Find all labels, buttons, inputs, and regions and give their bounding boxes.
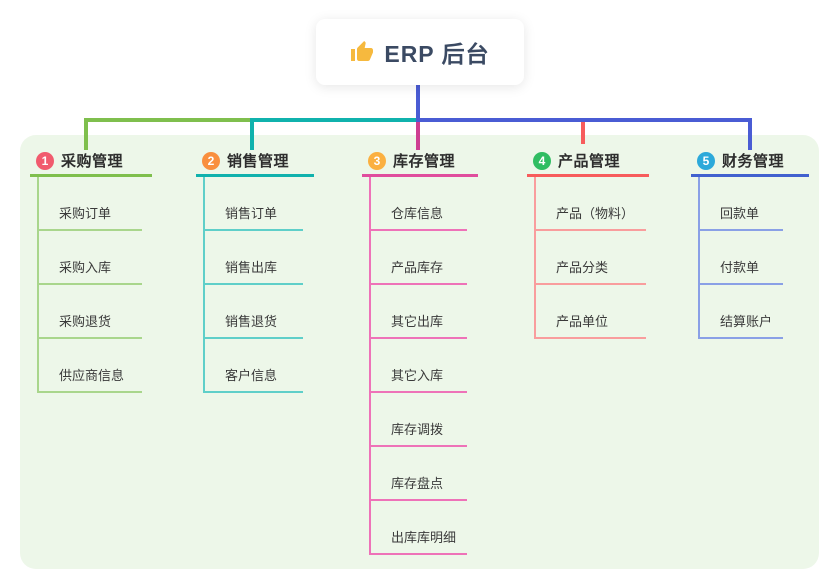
- tree-node-label: 库存调拨: [391, 422, 444, 437]
- branch-header-purchase[interactable]: 1 采购管理: [30, 147, 152, 177]
- branch-header-finance[interactable]: 5 财务管理: [691, 147, 809, 177]
- tree-node[interactable]: 仓库信息: [371, 177, 467, 231]
- tree-node[interactable]: 库存调拨: [371, 393, 467, 447]
- branch-header-product[interactable]: 4 产品管理: [527, 147, 649, 177]
- branch-children: 仓库信息 产品库存 其它出库 其它入库 库存调拨 库存盘点 出库库明细: [369, 177, 467, 555]
- tree-node[interactable]: 采购订单: [39, 177, 142, 231]
- tree-node-label: 客户信息: [225, 368, 278, 383]
- connector-drop-product: [581, 122, 585, 144]
- connector-drop-inventory: [416, 122, 420, 150]
- tree-node-label: 产品单位: [556, 314, 609, 329]
- tree-node-label: 采购入库: [59, 260, 112, 275]
- tree-node-label: 仓库信息: [391, 206, 444, 221]
- tree-node[interactable]: 产品库存: [371, 231, 467, 285]
- tree-node-label: 销售订单: [225, 206, 278, 221]
- tree-node[interactable]: 销售订单: [205, 177, 303, 231]
- tree-node-label: 回款单: [720, 206, 760, 221]
- connector-rail-green: [84, 118, 254, 122]
- tree-node[interactable]: 产品（物料）: [536, 177, 646, 231]
- tree-node-label: 库存盘点: [391, 476, 444, 491]
- tree-node-label: 采购退货: [59, 314, 112, 329]
- branch-number-badge: 5: [697, 151, 715, 170]
- branch-header-sales[interactable]: 2 销售管理: [196, 147, 314, 177]
- branch-header-inventory[interactable]: 3 库存管理: [362, 147, 478, 177]
- connector-rail-teal: [250, 118, 418, 122]
- connector-drop-sales: [250, 120, 254, 150]
- root-node[interactable]: ERP 后台: [316, 19, 524, 85]
- branch-label: 产品管理: [558, 153, 621, 170]
- tree-node-label: 产品分类: [556, 260, 609, 275]
- tree-node-label: 其它入库: [391, 368, 444, 383]
- tree-node[interactable]: 产品分类: [536, 231, 646, 285]
- tree-node-label: 结算账户: [720, 314, 773, 329]
- connector-root-drop: [416, 85, 420, 122]
- mindmap-panel: [20, 135, 819, 569]
- branch-children: 采购订单 采购入库 采购退货 供应商信息: [37, 177, 142, 393]
- branch-number-badge: 4: [533, 151, 551, 170]
- tree-node[interactable]: 其它出库: [371, 285, 467, 339]
- tree-node[interactable]: 出库库明细: [371, 501, 467, 555]
- tree-node[interactable]: 付款单: [700, 231, 783, 285]
- tree-node[interactable]: 结算账户: [700, 285, 783, 339]
- branch-number-badge: 2: [202, 151, 220, 170]
- branch-children: 回款单 付款单 结算账户: [698, 177, 783, 339]
- tree-node-label: 销售退货: [225, 314, 278, 329]
- tree-node[interactable]: 其它入库: [371, 339, 467, 393]
- tree-node[interactable]: 采购入库: [39, 231, 142, 285]
- tree-node-label: 产品库存: [391, 260, 444, 275]
- tree-node[interactable]: 销售出库: [205, 231, 303, 285]
- tree-node[interactable]: 产品单位: [536, 285, 646, 339]
- tree-node-label: 供应商信息: [59, 368, 125, 383]
- tree-node[interactable]: 销售退货: [205, 285, 303, 339]
- branch-label: 库存管理: [393, 153, 456, 170]
- connector-drop-finance: [748, 120, 752, 150]
- tree-node[interactable]: 采购退货: [39, 285, 142, 339]
- tree-node-label: 出库库明细: [391, 530, 457, 545]
- branch-purchase: 1 采购管理 采购订单 采购入库 采购退货 供应商信息: [30, 147, 152, 393]
- branch-label: 财务管理: [722, 153, 785, 170]
- branch-children: 产品（物料） 产品分类 产品单位: [534, 177, 646, 339]
- tree-node-label: 采购订单: [59, 206, 112, 221]
- thumbs-up-icon: [350, 40, 374, 64]
- root-title: ERP 后台: [384, 41, 490, 67]
- branch-finance: 5 财务管理 回款单 付款单 结算账户: [691, 147, 809, 339]
- branch-number-badge: 1: [36, 151, 54, 170]
- branch-inventory: 3 库存管理 仓库信息 产品库存 其它出库 其它入库 库存调拨 库存盘点 出库库…: [362, 147, 478, 555]
- connector-rail-blue: [416, 118, 752, 122]
- tree-node[interactable]: 供应商信息: [39, 339, 142, 393]
- branch-label: 销售管理: [227, 153, 290, 170]
- branch-number-badge: 3: [368, 151, 386, 170]
- branch-product: 4 产品管理 产品（物料） 产品分类 产品单位: [527, 147, 649, 339]
- branch-children: 销售订单 销售出库 销售退货 客户信息: [203, 177, 303, 393]
- tree-node-label: 付款单: [720, 260, 760, 275]
- branch-label: 采购管理: [61, 153, 124, 170]
- tree-node[interactable]: 库存盘点: [371, 447, 467, 501]
- tree-node-label: 销售出库: [225, 260, 278, 275]
- tree-node[interactable]: 客户信息: [205, 339, 303, 393]
- branch-sales: 2 销售管理 销售订单 销售出库 销售退货 客户信息: [196, 147, 314, 393]
- tree-node[interactable]: 回款单: [700, 177, 783, 231]
- connector-drop-purchase: [84, 120, 88, 150]
- tree-node-label: 产品（物料）: [556, 206, 635, 221]
- tree-node-label: 其它出库: [391, 314, 444, 329]
